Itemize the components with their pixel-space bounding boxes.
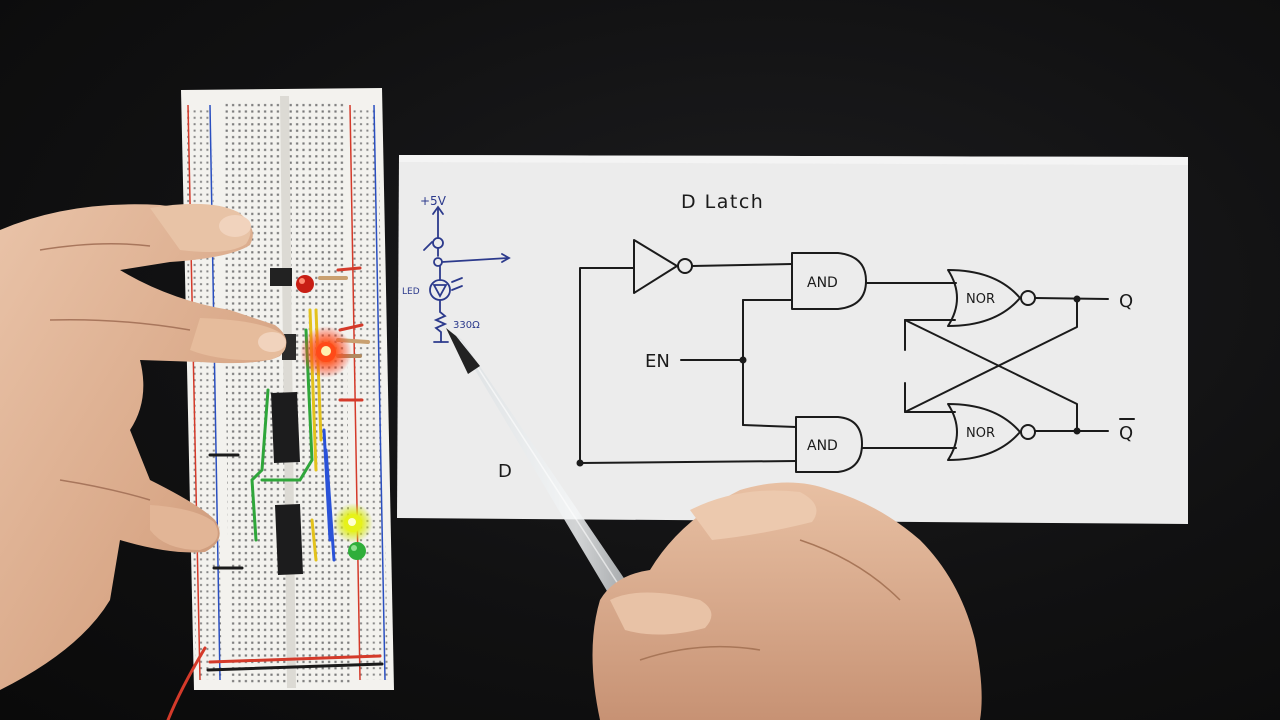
paper-sheet xyxy=(397,155,1188,524)
led-label: LED xyxy=(402,287,420,297)
latch-schematic xyxy=(579,239,1135,473)
green-led xyxy=(348,542,366,560)
and-gate-top xyxy=(791,252,867,310)
and-gate-top-label: AND xyxy=(807,275,838,291)
nor-gate-bottom xyxy=(947,403,1021,461)
and-gate-bottom xyxy=(795,416,863,473)
q-bar-output-label: Q xyxy=(1119,423,1133,444)
red-led-top xyxy=(296,275,314,293)
and-gate-bottom-label: AND xyxy=(807,438,838,454)
led-circuit-sketch xyxy=(423,205,511,343)
nor-gate-bottom-label: NOR xyxy=(966,426,995,441)
left-hand xyxy=(0,203,287,690)
q-output-label: Q xyxy=(1119,291,1133,312)
not-gate xyxy=(633,239,678,294)
nor-gate-top-label: NOR xyxy=(966,292,995,307)
data-input-label: D xyxy=(498,461,512,482)
junction-dots xyxy=(576,295,1081,467)
red-led-lit xyxy=(300,326,352,378)
yellow-led-lit xyxy=(333,503,373,543)
resistor-label: 330Ω xyxy=(453,320,480,331)
ic-chips xyxy=(270,268,303,575)
diagram-title: D Latch xyxy=(681,191,764,213)
breadboard xyxy=(181,88,394,690)
right-hand xyxy=(592,482,982,720)
enable-input-label: EN xyxy=(645,351,670,372)
supply-label: +5V xyxy=(420,194,447,208)
nor-gate-top xyxy=(947,269,1021,327)
